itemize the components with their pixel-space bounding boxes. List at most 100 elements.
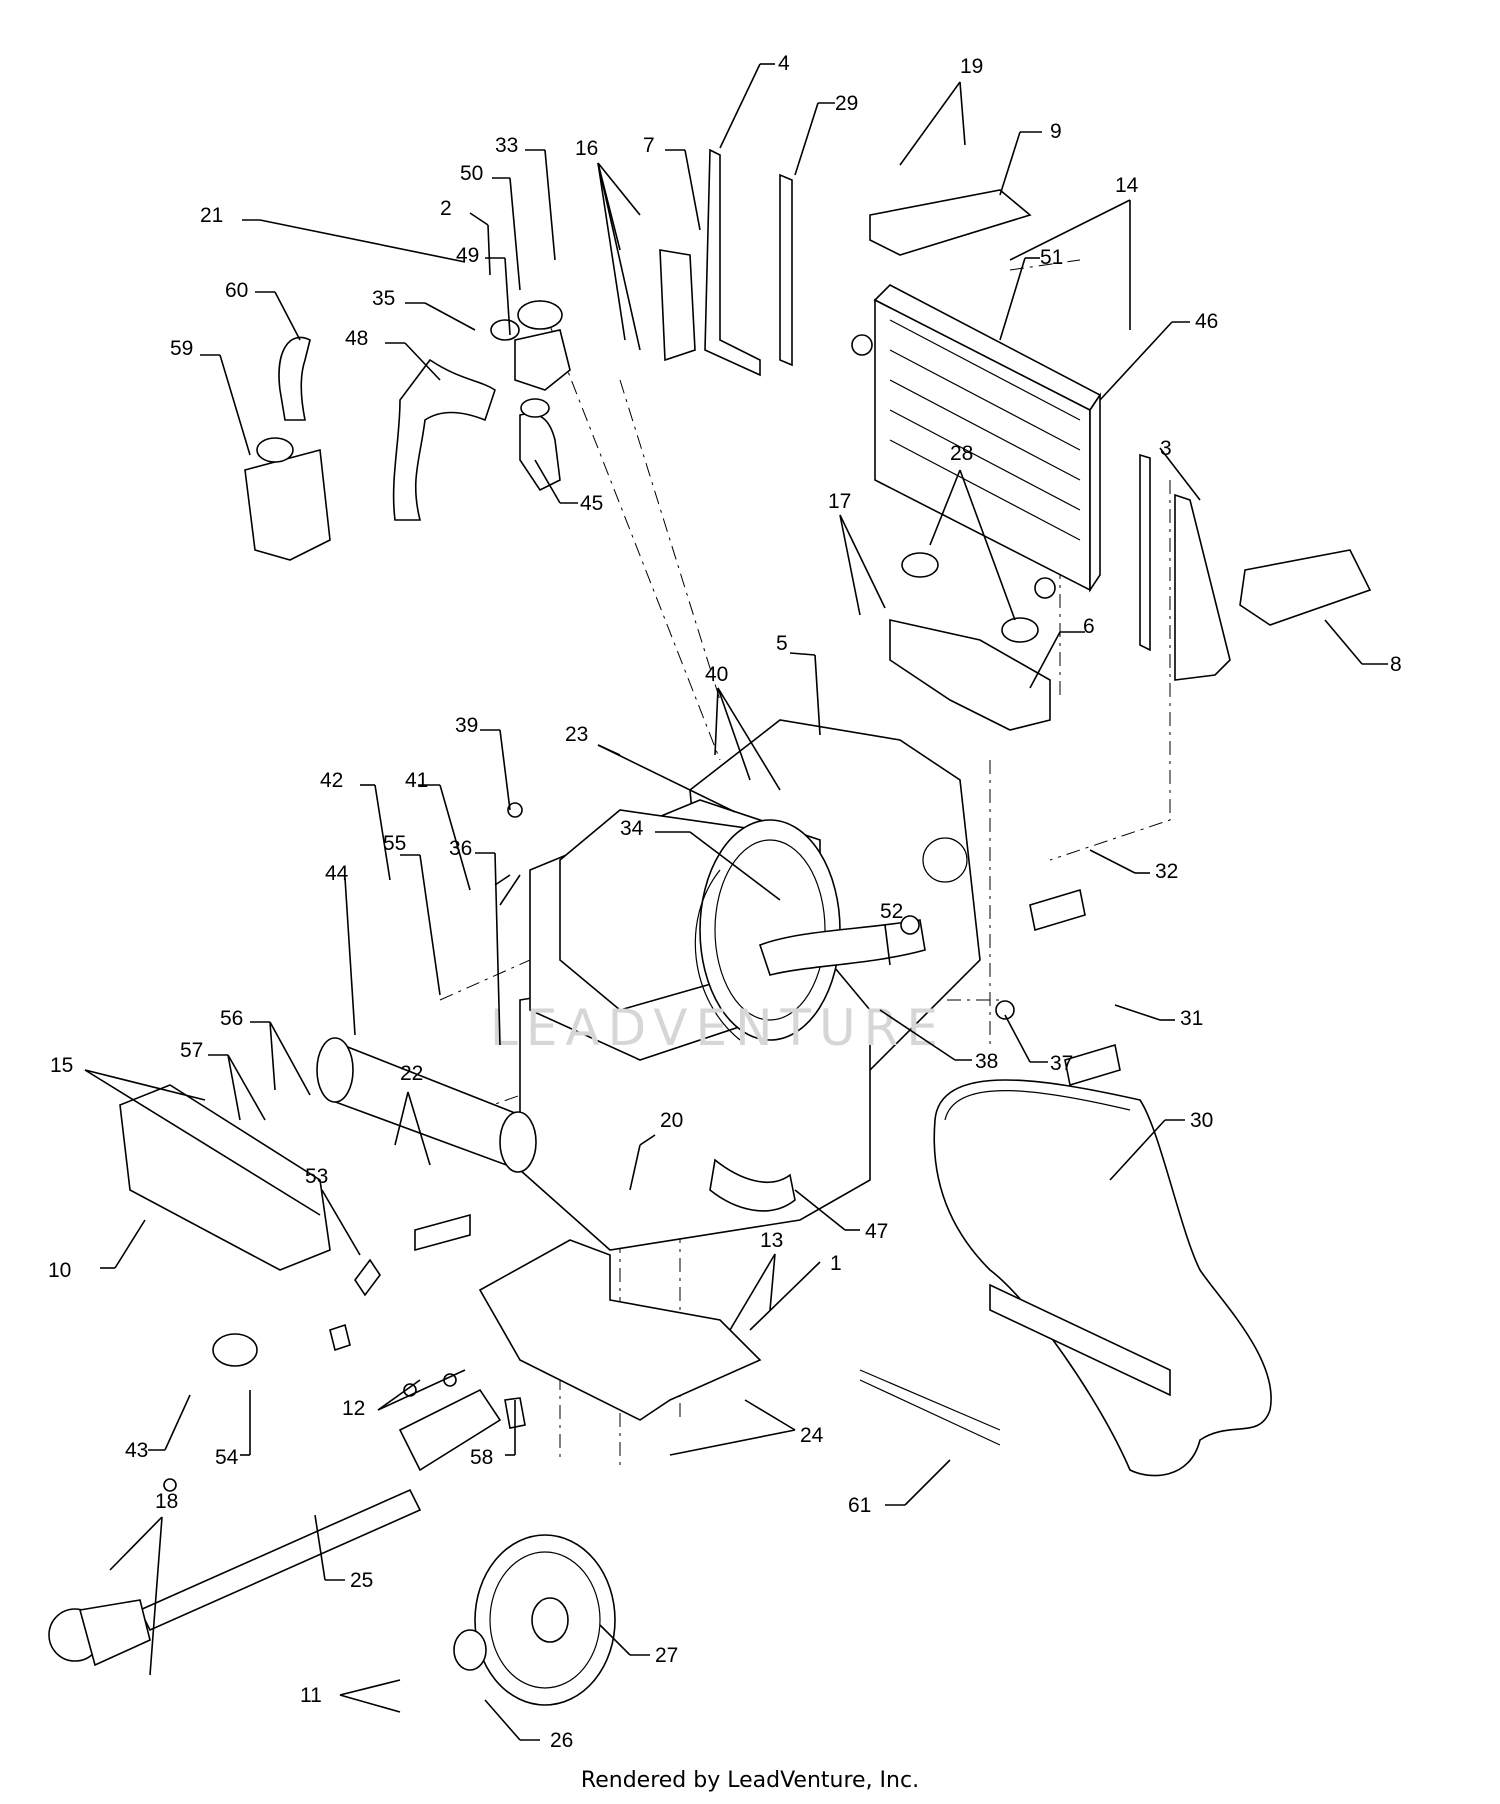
callout-51: 51 <box>1040 246 1063 269</box>
callout-24-leader <box>669 1429 796 1456</box>
radiator <box>851 284 1102 599</box>
callout-3-leader <box>1159 447 1201 501</box>
overflow-tank <box>244 437 331 561</box>
callout-30: 30 <box>1190 1109 1213 1132</box>
callout-40-leader <box>717 687 781 791</box>
callout-20-leader <box>629 1144 641 1191</box>
callout-9-leader <box>999 131 1021 196</box>
callout-13: 13 <box>760 1229 783 1252</box>
pulley <box>453 1534 616 1706</box>
callout-12: 12 <box>342 1397 365 1420</box>
callout-15: 15 <box>50 1054 73 1077</box>
callout-23: 23 <box>565 723 588 746</box>
callout-24-leader <box>744 1399 796 1431</box>
callout-16-leader <box>597 162 641 351</box>
callout-7: 7 <box>643 134 655 157</box>
callout-15-leader <box>84 1069 321 1216</box>
callout-61: 61 <box>848 1494 871 1517</box>
callout-28-leader <box>959 469 1016 621</box>
callout-13-leader <box>769 1253 776 1311</box>
callout-layer: 1234567891011121314151617181920212223242… <box>48 52 1402 1752</box>
callout-55: 55 <box>383 832 406 855</box>
callout-26: 26 <box>550 1729 573 1752</box>
callout-45-leader <box>534 459 561 504</box>
callout-26-leader <box>484 1699 521 1741</box>
heat-shield <box>119 1084 331 1271</box>
callout-32-leader <box>1089 849 1136 874</box>
callout-12-leader <box>377 1379 421 1411</box>
callout-42: 42 <box>320 769 343 792</box>
callout-8-leader <box>1324 619 1363 665</box>
callout-39: 39 <box>455 714 478 737</box>
callout-16: 16 <box>575 137 598 160</box>
callout-11-leader <box>339 1679 401 1696</box>
callout-48: 48 <box>345 327 368 350</box>
callout-48-leader <box>404 342 441 381</box>
callout-8: 8 <box>1390 653 1402 676</box>
callout-29-leader <box>794 102 819 176</box>
callout-38-leader <box>879 1009 956 1061</box>
callout-4-leader <box>719 63 761 149</box>
callout-20-leader <box>639 1134 656 1146</box>
callout-40-leader <box>717 687 751 781</box>
callout-34-leader <box>689 831 781 901</box>
callout-41: 41 <box>405 769 428 792</box>
callout-28-leader <box>929 469 961 546</box>
callout-18-leader <box>109 1516 163 1571</box>
callout-57-leader <box>227 1054 266 1121</box>
drive-shaft <box>48 1388 502 1667</box>
callout-17: 17 <box>828 490 851 513</box>
callout-1-leader <box>749 1261 821 1331</box>
callout-2: 2 <box>440 197 452 220</box>
hoses <box>278 336 926 1212</box>
callout-59: 59 <box>170 337 193 360</box>
callout-31: 31 <box>1180 1007 1203 1030</box>
callout-33-leader <box>544 149 556 261</box>
callout-10-leader <box>114 1219 146 1269</box>
callout-22: 22 <box>400 1062 423 1085</box>
callout-33: 33 <box>495 134 518 157</box>
callout-55-leader <box>419 854 441 996</box>
callout-14-leader <box>1009 199 1131 261</box>
callout-21: 21 <box>200 204 223 227</box>
callout-13-leader <box>729 1253 776 1331</box>
callout-32: 32 <box>1155 860 1178 883</box>
callout-36: 36 <box>449 837 472 860</box>
callout-25-leader <box>314 1514 326 1581</box>
callout-19-leader <box>959 81 966 146</box>
callout-34: 34 <box>620 817 644 840</box>
callout-46: 46 <box>1195 310 1218 333</box>
callout-5-leader <box>789 652 816 656</box>
callout-56-leader <box>269 1021 311 1096</box>
callout-54: 54 <box>215 1446 239 1469</box>
radiator-lower-mount <box>889 552 1051 731</box>
callout-31-leader <box>1114 1004 1161 1021</box>
callout-2-leader <box>469 212 489 226</box>
callout-1: 1 <box>830 1252 842 1275</box>
callout-52: 52 <box>880 900 903 923</box>
callout-51-leader <box>999 257 1026 341</box>
exploded-parts-diagram: LEADVENTURE 1234567891011121314151617181… <box>48 52 1402 1752</box>
callout-19-leader <box>899 81 961 166</box>
muffler <box>316 1037 537 1173</box>
radiator-brackets <box>659 148 1372 681</box>
callout-16-leader <box>597 162 626 341</box>
callout-53: 53 <box>305 1165 328 1188</box>
callout-18: 18 <box>155 1490 178 1513</box>
footer-credit: Rendered by LeadVenture, Inc. <box>580 1768 920 1793</box>
callout-44-leader <box>344 877 356 1036</box>
callout-11: 11 <box>300 1684 322 1707</box>
callout-23-leader <box>597 744 736 813</box>
callout-60-leader <box>274 291 301 341</box>
callout-17-leader <box>839 514 861 616</box>
callout-17-leader <box>839 514 886 609</box>
watermark: LEADVENTURE <box>490 999 946 1057</box>
callout-5-leader <box>814 654 821 736</box>
callout-61-leader <box>904 1459 951 1506</box>
callout-27-leader <box>599 1624 631 1656</box>
callout-40: 40 <box>705 663 728 686</box>
callout-28: 28 <box>950 442 973 465</box>
callout-14: 14 <box>1115 174 1139 197</box>
callout-52-leader <box>884 924 891 966</box>
callout-5: 5 <box>776 632 788 655</box>
